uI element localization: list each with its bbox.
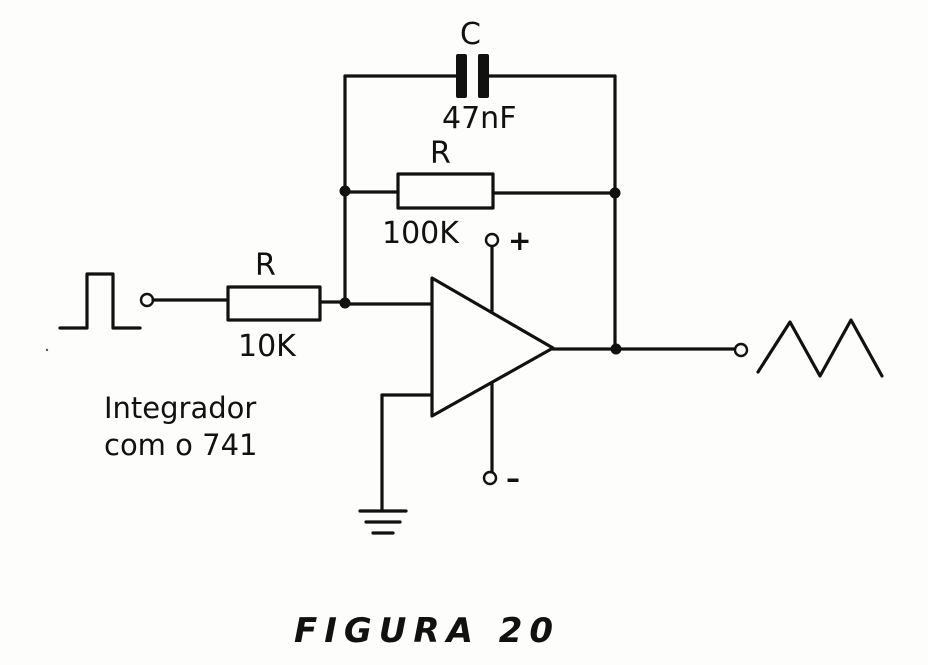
junction-node-output (610, 343, 622, 355)
junction-node-left-upper (339, 185, 351, 197)
output-terminal (733, 342, 749, 358)
capacitor-name: C (460, 17, 481, 52)
input-resistor (226, 285, 322, 322)
input-resistor-name: R (255, 248, 276, 283)
input-resistor-value: 10K (238, 329, 297, 364)
negative-supply-label: – (506, 462, 520, 495)
capacitor-symbol (456, 54, 489, 98)
feedback-resistor-name: R (430, 136, 451, 171)
caption-line-1: Integrador (104, 391, 256, 425)
junction-node-inverting (339, 297, 351, 309)
triangle-wave-icon (756, 318, 884, 378)
negative-supply-terminal (482, 470, 498, 486)
input-terminal (139, 292, 155, 308)
positive-supply-label: + (508, 224, 531, 257)
caption-line-2: com o 741 (104, 428, 257, 462)
positive-supply-terminal (484, 232, 500, 248)
scan-speck (45, 348, 49, 352)
junction-node-right-upper (609, 187, 621, 199)
square-pulse-icon (58, 272, 142, 330)
feedback-resistor-value: 100K (382, 216, 460, 251)
figure-title: FIGURA 20 (294, 611, 560, 651)
ground-icon (358, 509, 408, 535)
capacitor-value: 47nF (442, 101, 516, 136)
feedback-resistor (396, 172, 495, 210)
